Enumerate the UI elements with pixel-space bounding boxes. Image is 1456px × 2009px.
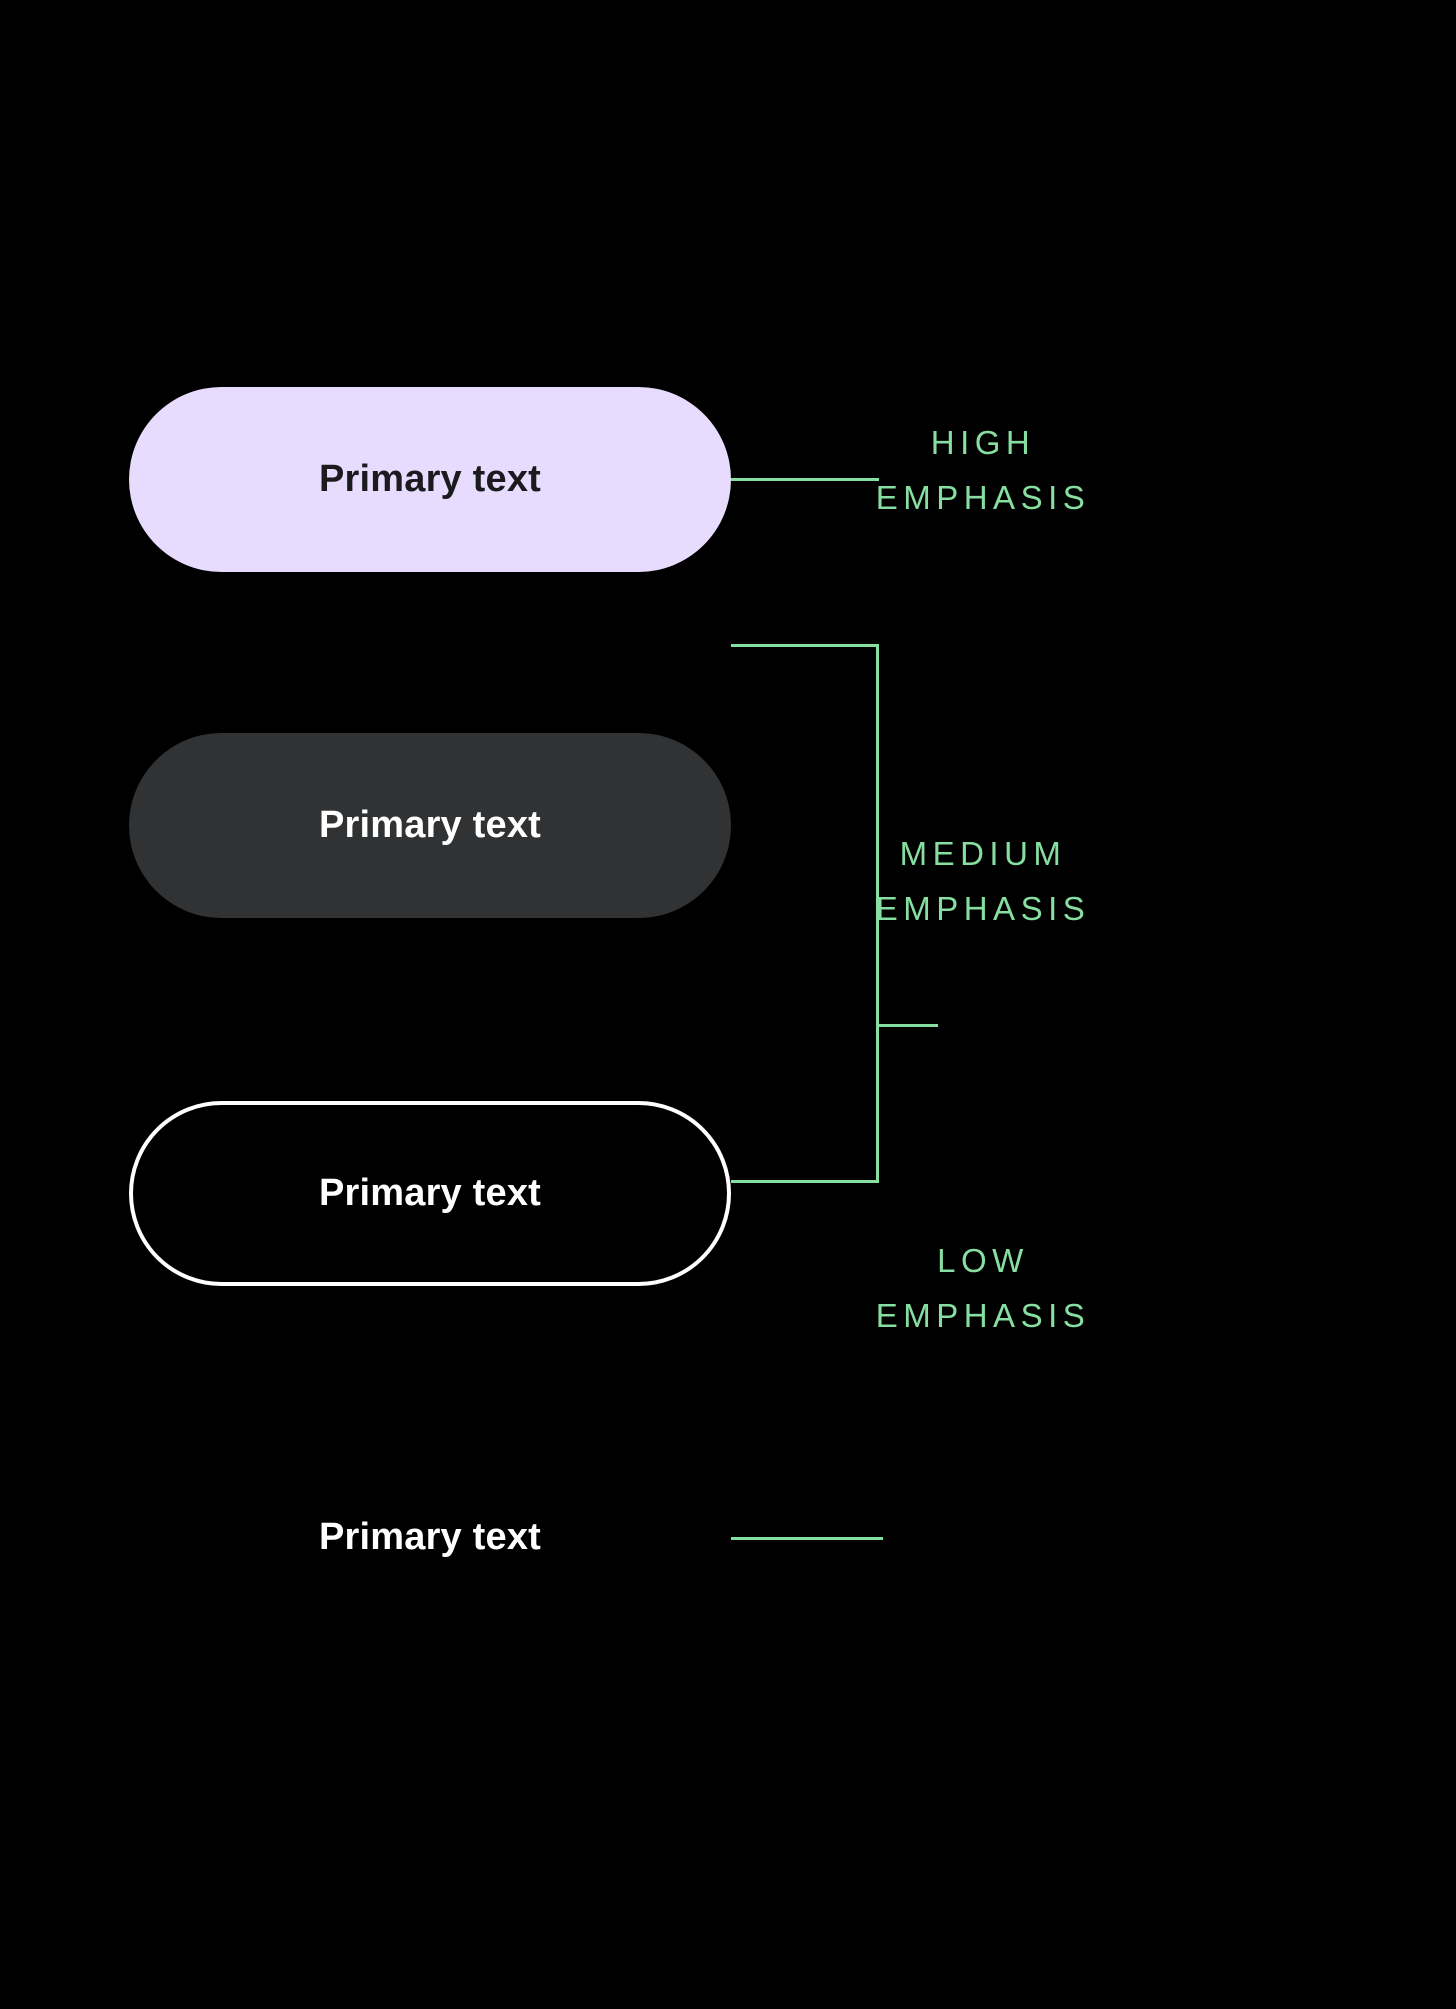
emphasis-label-medium: MEDIUM EMPHASIS bbox=[743, 826, 1223, 937]
primary-button-text[interactable]: Primary text bbox=[129, 1472, 731, 1602]
connector-bracket-medium-top-arm bbox=[731, 644, 879, 647]
connector-bracket-medium-bottom-arm bbox=[731, 1180, 879, 1183]
primary-button-tonal-label: Primary text bbox=[318, 804, 542, 846]
emphasis-label-low-line2: EMPHASIS bbox=[875, 1297, 1091, 1335]
emphasis-label-low: LOW EMPHASIS bbox=[743, 1233, 1223, 1344]
connector-line-low bbox=[731, 1537, 883, 1540]
emphasis-label-high: HIGH EMPHASIS bbox=[743, 415, 1223, 526]
emphasis-label-high-line1: HIGH bbox=[930, 424, 1036, 461]
primary-button-outlined-label: Primary text bbox=[318, 1172, 542, 1214]
primary-button-tonal[interactable]: Primary text bbox=[129, 733, 731, 918]
connector-bracket-medium-stub bbox=[876, 1024, 938, 1027]
emphasis-label-medium-line1: MEDIUM bbox=[899, 835, 1067, 872]
primary-button-outlined[interactable]: Primary text bbox=[129, 1101, 731, 1286]
connector-line-high bbox=[731, 478, 879, 481]
emphasis-label-low-line1: LOW bbox=[937, 1242, 1029, 1279]
connector-bracket-medium-spine bbox=[876, 644, 879, 1183]
emphasis-label-medium-line2: EMPHASIS bbox=[875, 890, 1091, 928]
primary-button-text-label: Primary text bbox=[318, 1515, 542, 1558]
primary-button-filled[interactable]: Primary text bbox=[129, 387, 731, 572]
emphasis-label-high-line2: EMPHASIS bbox=[875, 479, 1091, 517]
primary-button-filled-label: Primary text bbox=[318, 458, 542, 500]
